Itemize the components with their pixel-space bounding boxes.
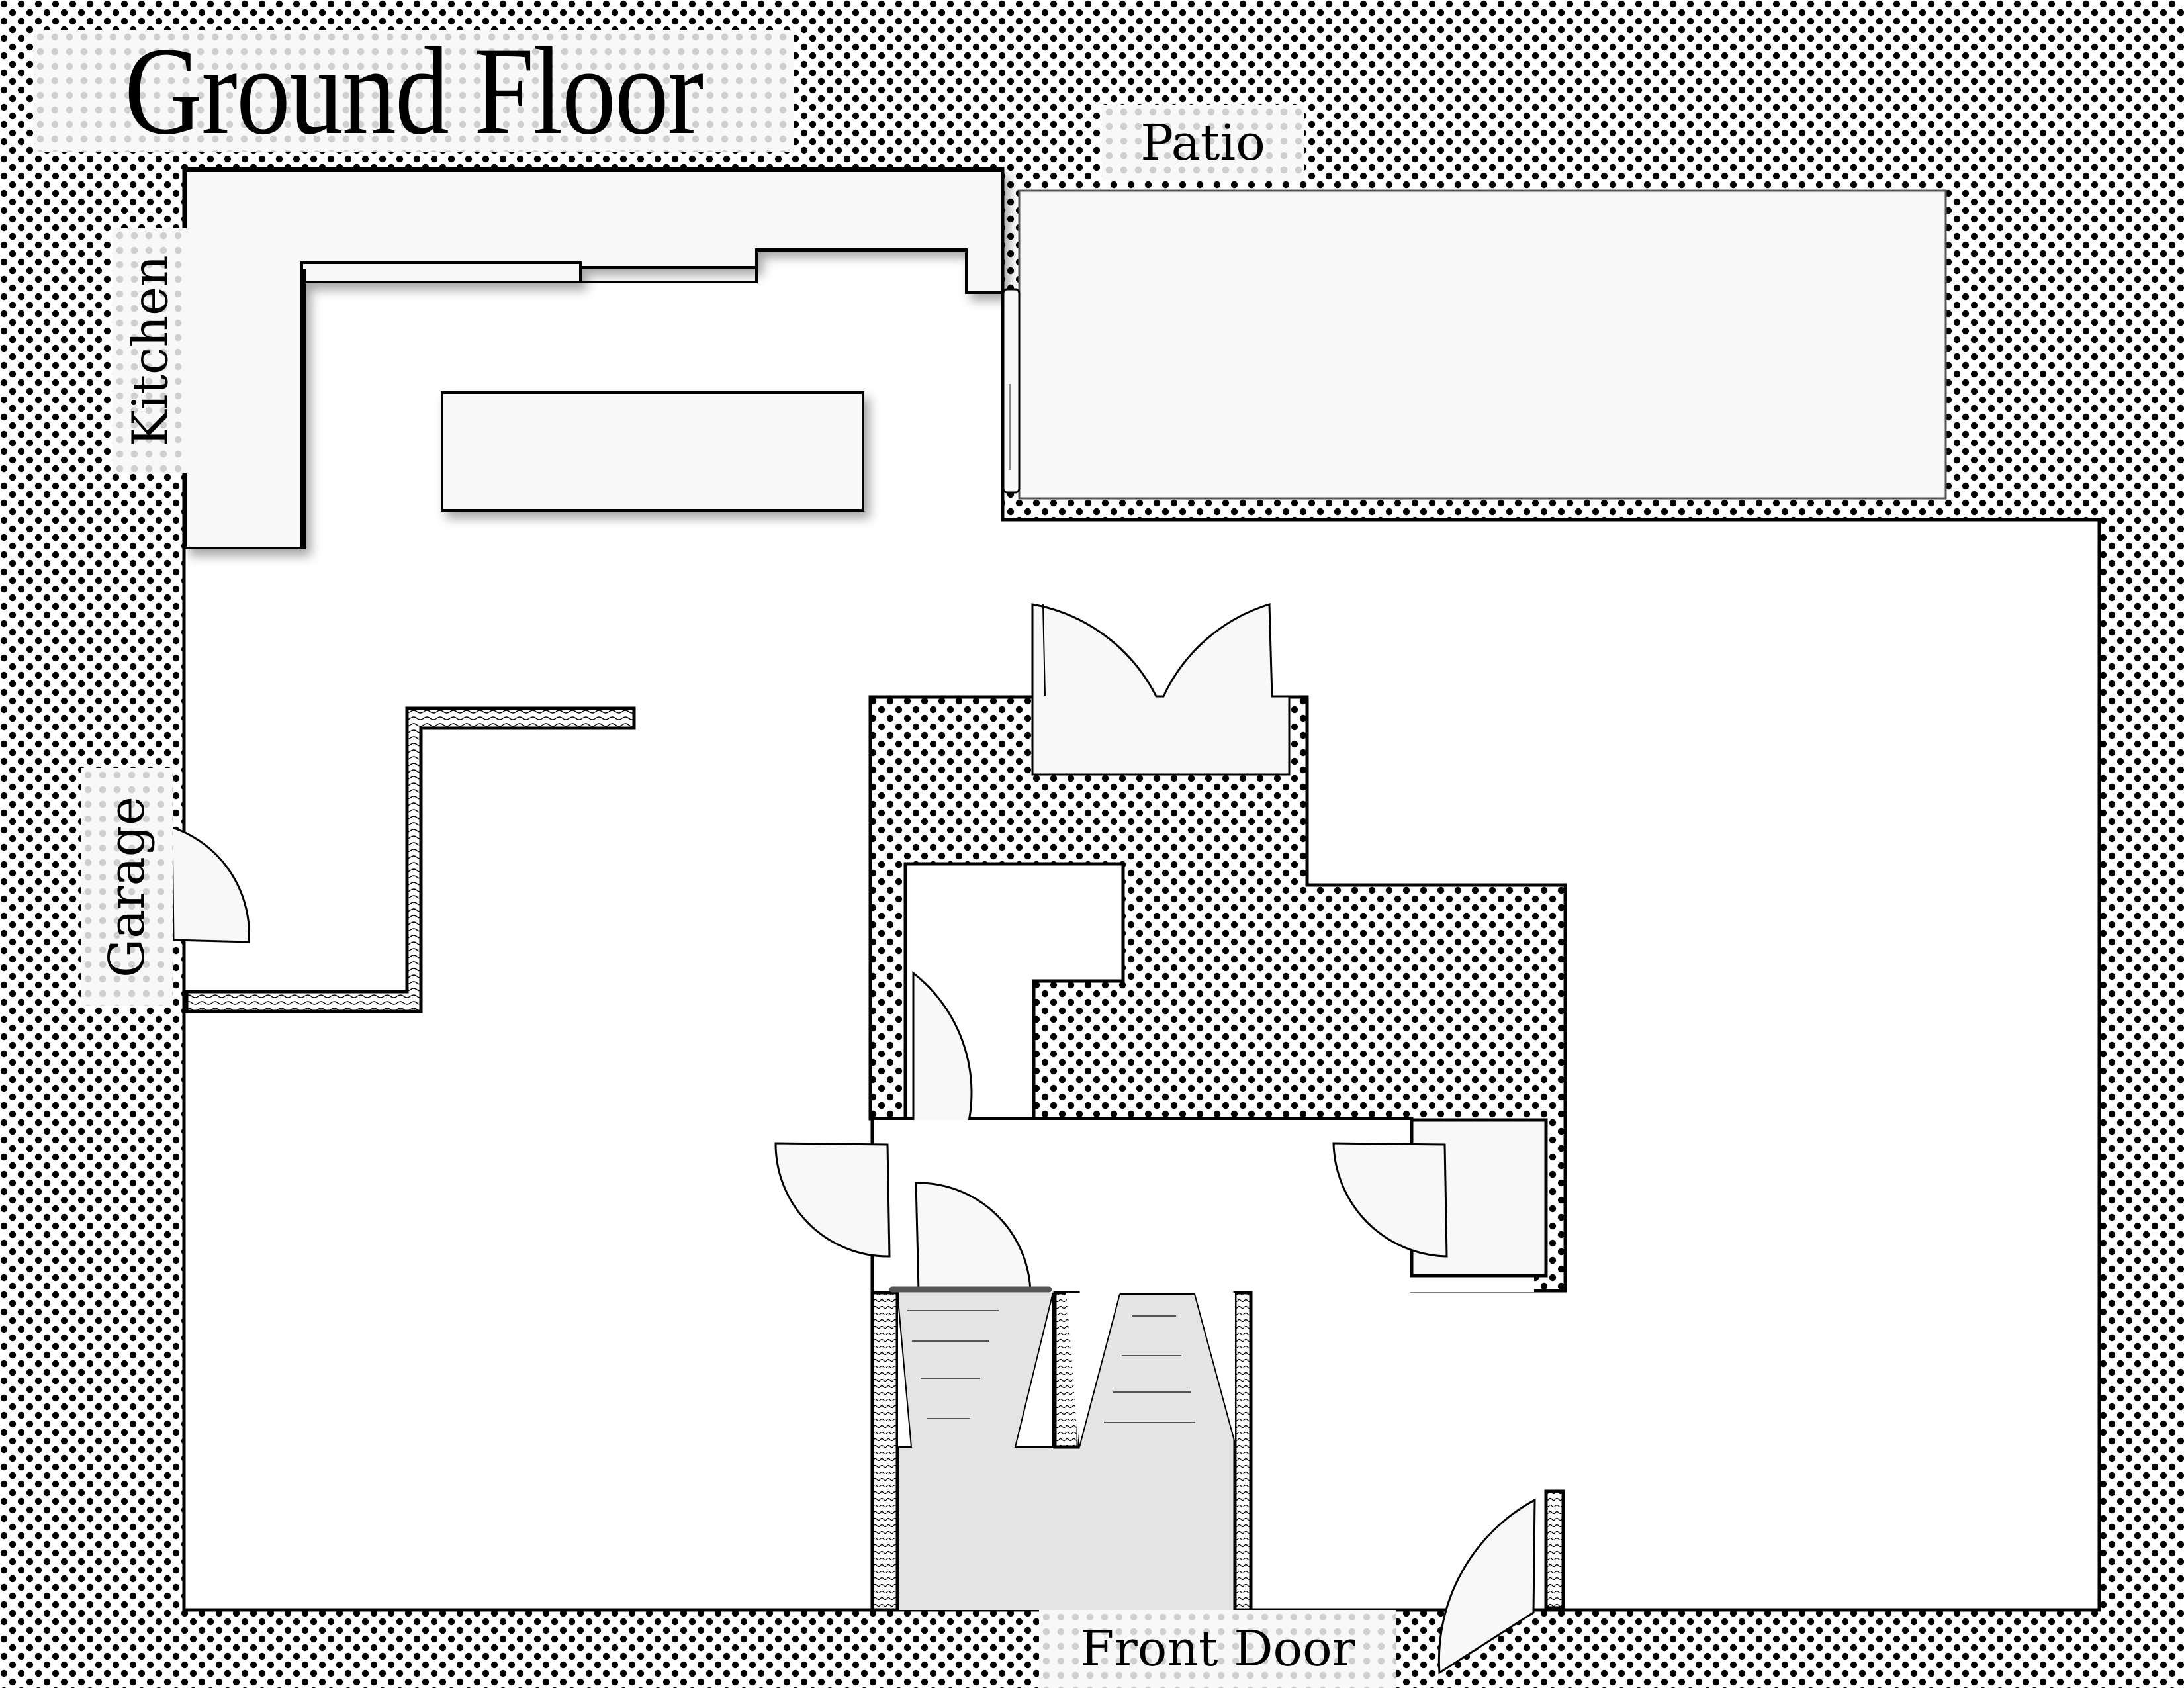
kitchen-counter-inner (300, 250, 968, 548)
right-closet-door[interactable] (1332, 1142, 1448, 1258)
stair-wall-right (1233, 1291, 1253, 1612)
stair-flight-2-white-left (1066, 1293, 1079, 1447)
label-front-door-text: Front Door (1080, 1620, 1355, 1677)
front-door-sidelight (1544, 1489, 1565, 1610)
stair-treads-2 (1104, 1315, 1195, 1423)
double-door-closet[interactable] (1031, 602, 1291, 776)
stair-treads-1 (907, 1310, 999, 1419)
garage-wall (185, 706, 636, 1013)
kitchen-island (441, 391, 864, 512)
label-kitchen-text: Kitchen (122, 255, 179, 447)
front-door[interactable] (1437, 1498, 1536, 1675)
stair-flight-2 (1079, 1293, 1236, 1448)
page-title: Ground Floor (33, 22, 794, 161)
label-patio-text: Patio (1140, 114, 1265, 171)
central-core (868, 695, 1567, 1293)
stair-wall-left (870, 1291, 899, 1612)
kitchen-counter (184, 169, 1004, 549)
left-hall-door[interactable] (774, 1142, 891, 1258)
garage-door[interactable] (171, 825, 250, 943)
patio-slab (1018, 189, 1947, 500)
label-patio: Patio (1102, 105, 1304, 181)
label-front-door: Front Door (1039, 1610, 1396, 1688)
page-title-text: Ground Floor (124, 21, 704, 161)
label-garage-text: Garage (99, 796, 156, 978)
double-door-left-leaf[interactable] (1042, 604, 1046, 697)
label-kitchen: Kitchen (113, 228, 189, 473)
stair-door[interactable] (915, 1182, 1032, 1292)
label-garage: Garage (81, 768, 173, 1006)
stair-flight-1-voids (897, 1292, 1054, 1448)
